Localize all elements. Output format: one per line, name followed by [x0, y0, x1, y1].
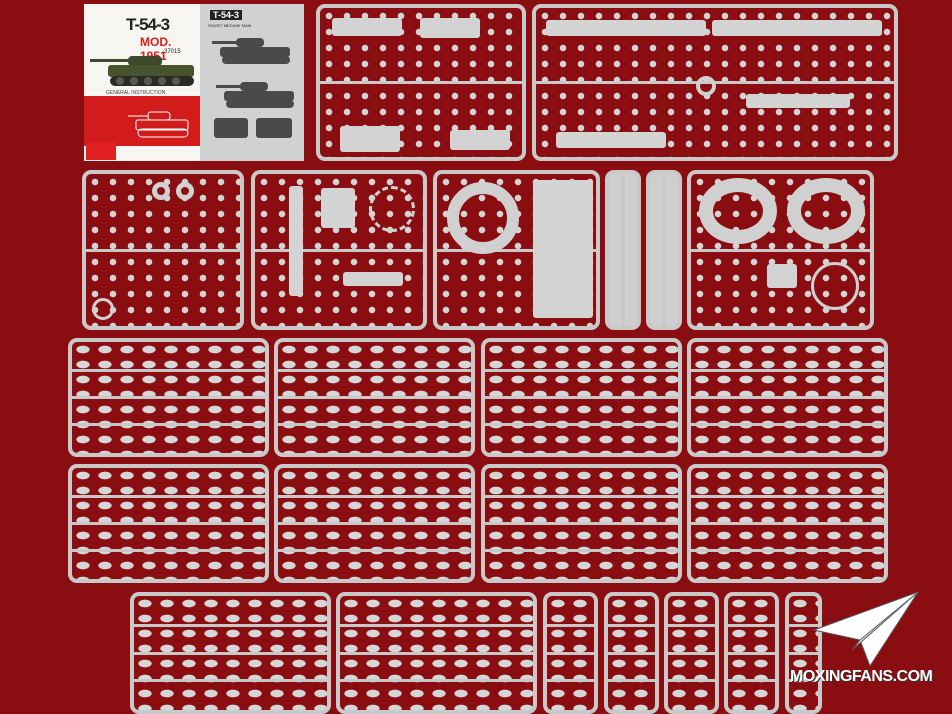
turret-ring-part	[447, 182, 519, 254]
sprue-part	[289, 186, 303, 296]
paper-plane-icon	[812, 591, 920, 668]
sprue-frame-ladder-2	[646, 170, 682, 330]
tank-side-view	[212, 38, 294, 138]
tank-outline-icon	[128, 111, 189, 138]
sprue-part	[321, 188, 355, 228]
sprue-wheel-part	[92, 298, 114, 320]
small-sprue-1	[543, 592, 598, 714]
sprue-frame-top-1	[316, 4, 526, 161]
brand-logo	[86, 142, 116, 160]
turret-shell-part	[787, 178, 865, 244]
side-subtitle: SOVIET MEDIUM TANK	[208, 23, 252, 28]
sprue-wheel-part	[176, 182, 194, 200]
track-sprue-1	[68, 338, 269, 457]
watermark-text: MOXINGFANS.COM	[790, 668, 933, 685]
turret-shell-part	[699, 178, 777, 244]
sprue-ring-part	[811, 262, 859, 310]
sprue-part	[746, 94, 850, 108]
box-code: 37015	[164, 49, 181, 55]
track-sprue-2	[274, 338, 475, 457]
side-title: T-54-3	[210, 10, 243, 20]
sprue-part	[546, 20, 706, 36]
small-sprue-2	[604, 592, 659, 714]
box-side-page: T-54-3 SOVIET MEDIUM TANK	[200, 4, 304, 161]
box-art: T-54-3 MOD. 1951 37015 GENERAL INSTRUCTI…	[84, 4, 304, 161]
box-front-page: T-54-3 MOD. 1951 37015 GENERAL INSTRUCTI…	[84, 4, 200, 161]
track-sprue-5	[68, 464, 269, 583]
sprue-wheel-part	[152, 182, 170, 200]
sprue-frame-top-2	[532, 4, 898, 161]
sprue-ring-part	[696, 76, 716, 96]
small-sprue-5	[785, 592, 822, 714]
small-sprue-3	[664, 592, 719, 714]
sprue-part	[340, 126, 400, 152]
sprue-part	[332, 18, 402, 36]
general-instruction-label: GENERAL INSTRUCTION	[106, 90, 166, 96]
sprue-part	[712, 20, 882, 36]
hull-floor-part	[533, 180, 593, 318]
sprue-frame-mid-2	[251, 170, 427, 330]
track-sprue-8	[687, 464, 888, 583]
sprue-part	[343, 272, 403, 286]
sprue-part	[556, 132, 666, 148]
sprue-frame-mid-3	[433, 170, 600, 330]
sprue-frame-mid-4	[687, 170, 874, 330]
box-title: T-54-3	[126, 15, 170, 34]
sprue-part	[767, 264, 797, 288]
small-sprue-4	[724, 592, 779, 714]
track-sprue-10	[336, 592, 537, 714]
track-sprue-6	[274, 464, 475, 583]
sprue-frame-ladder-1	[605, 170, 641, 330]
tank-illustration	[90, 56, 194, 86]
track-sprue-4	[687, 338, 888, 457]
track-sprue-9	[130, 592, 331, 714]
track-sprue-3	[481, 338, 682, 457]
instruction-panel	[84, 96, 200, 146]
sprue-frame-mid-1	[82, 170, 244, 330]
sprue-part	[420, 18, 480, 38]
sprue-part	[450, 130, 510, 150]
sprue-ring-part	[369, 186, 415, 232]
track-sprue-7	[481, 464, 682, 583]
